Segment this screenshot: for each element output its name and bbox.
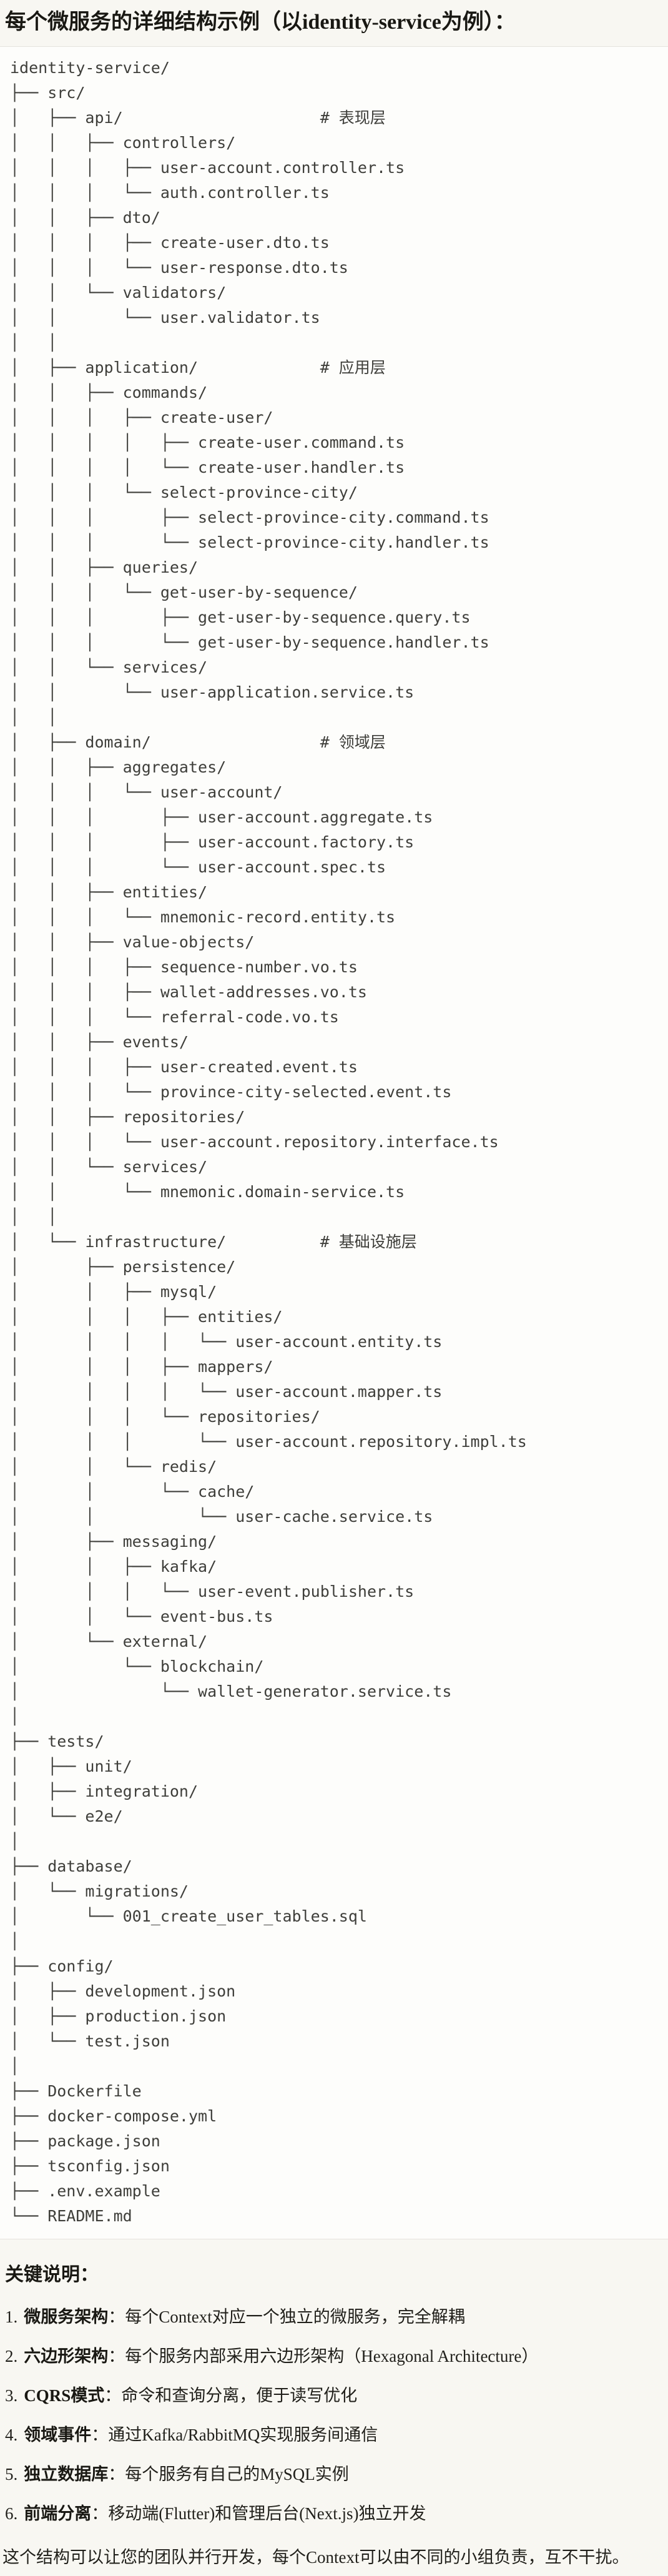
note-number: 6. xyxy=(5,2504,18,2523)
note-term: 六边形架构 xyxy=(24,2347,109,2366)
note-term: 前端分离 xyxy=(24,2504,92,2523)
footer-note: 这个结构可以让您的团队并行开发，每个Context可以由不同的小组负责，互不干扰… xyxy=(2,2548,629,2567)
note-item: 6. 前端分离：移动端(Flutter)和管理后台(Next.js)独立开发 xyxy=(5,2501,663,2526)
note-item: 3. CQRS模式：命令和查询分离，便于读写优化 xyxy=(5,2383,663,2408)
note-number: 4. xyxy=(5,2425,18,2444)
note-item: 1. 微服务架构：每个Context对应一个独立的微服务，完全解耦 xyxy=(5,2304,663,2329)
note-number: 2. xyxy=(5,2347,18,2366)
note-desc: ：每个服务内部采用六边形架构（Hexagonal Architecture） xyxy=(108,2347,539,2366)
note-desc: ：命令和查询分离，便于读写优化 xyxy=(104,2386,358,2405)
document: 每个微服务的详细结构示例（以identity-service为例）： ident… xyxy=(0,7,668,2570)
note-term: CQRS模式 xyxy=(24,2386,105,2405)
notes-heading: 关键说明： xyxy=(5,2264,99,2285)
note-number: 5. xyxy=(5,2465,18,2484)
code-block: identity-service/ ├── src/ │ ├── api/ # … xyxy=(0,46,668,2239)
note-item: 5. 独立数据库：每个服务有自己的MySQL实例 xyxy=(5,2462,663,2487)
note-desc: ：通过Kafka/RabbitMQ实现服务间通信 xyxy=(91,2425,378,2444)
note-item: 4. 领域事件：通过Kafka/RabbitMQ实现服务间通信 xyxy=(5,2422,663,2447)
note-number: 1. xyxy=(5,2307,18,2326)
directory-tree-text: identity-service/ ├── src/ │ ├── api/ # … xyxy=(10,59,527,2225)
note-desc: ：每个服务有自己的MySQL实例 xyxy=(108,2465,349,2484)
note-term: 领域事件 xyxy=(24,2425,92,2444)
note-desc: ：每个Context对应一个独立的微服务，完全解耦 xyxy=(108,2307,465,2326)
page-title: 每个微服务的详细结构示例（以identity-service为例）： xyxy=(5,11,516,34)
note-desc: ：移动端(Flutter)和管理后台(Next.js)独立开发 xyxy=(91,2504,426,2523)
note-number: 3. xyxy=(5,2386,18,2405)
note-item: 2. 六边形架构：每个服务内部采用六边形架构（Hexagonal Architec… xyxy=(5,2344,663,2369)
note-term: 独立数据库 xyxy=(24,2465,109,2484)
note-term: 微服务架构 xyxy=(24,2307,109,2326)
notes-list: 1. 微服务架构：每个Context对应一个独立的微服务，完全解耦 2. 六边形架构… xyxy=(0,2304,668,2526)
